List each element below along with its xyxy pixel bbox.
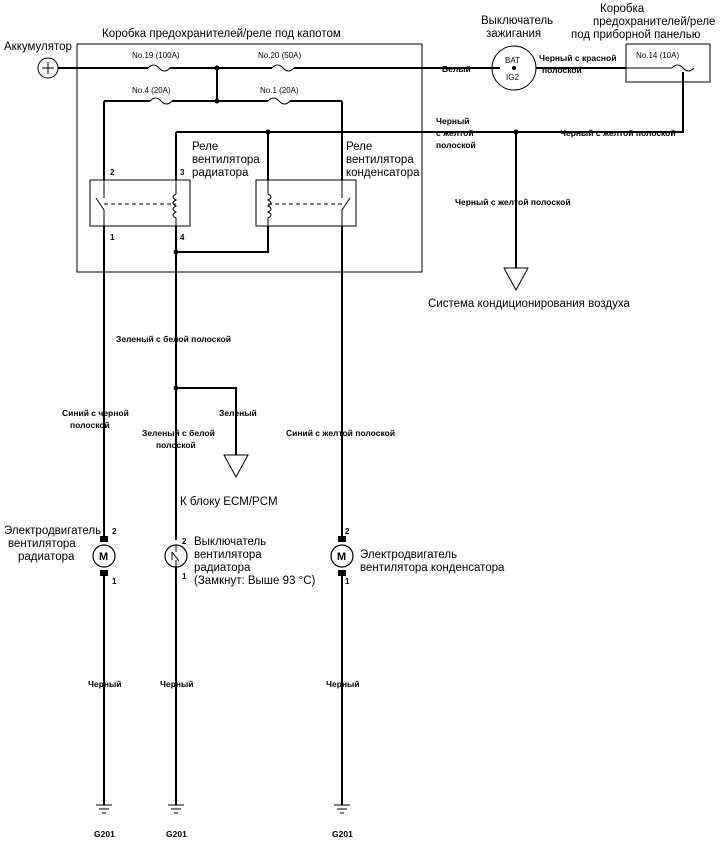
radiator-relay-label-3: радиатора xyxy=(192,167,249,179)
radiator-fan-switch-icon xyxy=(164,544,188,568)
black-yellow-label-left-1: Черный xyxy=(436,116,470,126)
black-yellow-wire xyxy=(176,68,684,133)
condenser-relay-label-2: вентилятора xyxy=(346,154,414,166)
green-label: Зеленый xyxy=(219,408,257,418)
ecm-label: К блоку ECM/PCM xyxy=(180,496,278,508)
ground-label-3: G201 xyxy=(332,829,353,839)
underhood-box-label: Коробка предохранителей/реле под капотом xyxy=(102,28,341,40)
condenser-motor-symbol: M xyxy=(337,551,346,563)
radiator-switch-label-2: вентилятора xyxy=(194,549,262,561)
dash-box-label-1: Коробка xyxy=(600,3,645,15)
green-white-label: Зеленый с белой полоской xyxy=(116,334,231,344)
blue-black-label-1: Синий с черной xyxy=(62,408,129,418)
condenser-motor-label-1: Электродвигатель xyxy=(360,549,457,561)
junction-dot xyxy=(265,129,271,135)
ac-system-arrow xyxy=(503,267,529,292)
radiator-motor-symbol: M xyxy=(99,551,108,563)
green-white-label-2a: Зеленый с белой xyxy=(142,428,215,438)
condenser-fan-relay xyxy=(255,179,357,227)
fuse-no1-label: No.1 (20A) xyxy=(260,86,299,95)
ground-icon xyxy=(96,804,112,814)
black-red-wire-label-2: полоской xyxy=(542,65,582,75)
radiator-motor-label-1: Электродвигатель xyxy=(4,525,101,537)
ignition-switch-label-2: зажигания xyxy=(486,28,541,40)
battery-label: Аккумулятор xyxy=(4,41,72,53)
condenser-fan-motor-icon xyxy=(330,536,354,576)
condenser-relay-label-1: Реле xyxy=(346,141,372,153)
radiator-motor-label-3: радиатора xyxy=(18,551,75,563)
blue-black-label-2: полоской xyxy=(70,420,110,430)
condenser-motor-pin-top: 2 xyxy=(345,527,350,536)
ignition-terminal-bat: BAT xyxy=(505,56,520,65)
condenser-motor-label-2: вентилятора конденсатора xyxy=(360,562,505,574)
radiator-switch-pin-top: 2 xyxy=(182,537,187,546)
black-yellow-label-right: Черный с желтой полоской xyxy=(560,128,676,138)
battery-icon xyxy=(37,57,59,79)
radiator-switch-label-4: (Замкнут: Выше 93 °C) xyxy=(194,575,316,587)
relay-pin-1: 1 xyxy=(110,233,115,242)
relay-pin-2: 2 xyxy=(110,168,115,177)
black-wire-label-3: Черный xyxy=(326,679,360,689)
ground-label-2: G201 xyxy=(166,829,187,839)
relay-pin-3: 3 xyxy=(180,168,185,177)
black-red-wire-label-1: Черный с красной xyxy=(539,53,616,63)
dash-box-label-3: под приборной панелью xyxy=(571,29,701,41)
fuse-no4-symbol xyxy=(149,97,173,105)
radiator-motor-pin-bottom: 1 xyxy=(112,577,117,586)
radiator-relay-label-2: вентилятора xyxy=(192,154,260,166)
fuse-no1-symbol xyxy=(267,97,291,105)
white-wire-label: Белый xyxy=(442,64,471,74)
fuse-no20-symbol xyxy=(271,64,295,72)
condenser-relay-label-3: конденсатора xyxy=(346,167,420,179)
radiator-fan-relay xyxy=(89,179,191,227)
black-yellow-label-down: Черный с желтой полоской xyxy=(455,197,571,207)
dash-fuse-relay-box xyxy=(625,43,711,83)
blue-yellow-label: Синий с желтой полоской xyxy=(286,428,395,438)
condenser-motor-pin-bottom: 1 xyxy=(345,577,350,586)
black-yellow-label-left-3: полоской xyxy=(436,140,476,150)
black-wire-label-2: Черный xyxy=(160,679,194,689)
ground-icon xyxy=(334,804,350,814)
ac-system-label: Система кондиционирования воздуха xyxy=(428,298,630,310)
fuse-no20-label: No.20 (50A) xyxy=(258,51,301,60)
radiator-motor-pin-top: 2 xyxy=(112,527,117,536)
junction-dot xyxy=(214,98,220,104)
black-yellow-label-left-2: с желтой xyxy=(436,128,474,138)
radiator-relay-label-1: Реле xyxy=(192,141,218,153)
fuse-no4-label: No.4 (20A) xyxy=(132,86,171,95)
ecm-arrow xyxy=(223,454,249,479)
radiator-switch-label-1: Выключатель xyxy=(194,536,266,548)
fuse-no14-label: No.14 (10A) xyxy=(636,51,679,60)
black-wire-label-1: Черный xyxy=(88,679,122,689)
ground-label-1: G201 xyxy=(94,829,115,839)
fuse-no19-label: No.19 (100A) xyxy=(132,51,180,60)
radiator-switch-label-3: радиатора xyxy=(194,562,251,574)
ignition-terminal-ig2: IG2 xyxy=(506,73,519,82)
fuse-no19-symbol xyxy=(147,64,171,72)
radiator-motor-label-2: вентилятора xyxy=(8,538,76,550)
fuse-no14-symbol xyxy=(626,64,695,72)
ignition-switch-label-1: Выключатель xyxy=(481,15,553,27)
relay-pin-4: 4 xyxy=(180,233,185,242)
ground-icon xyxy=(168,804,184,814)
green-white-label-2b: полоской xyxy=(156,440,196,450)
underhood-fuse-relay-box xyxy=(76,43,423,273)
radiator-fan-motor-icon xyxy=(92,536,116,576)
dash-box-label-2: предохранителей/реле xyxy=(593,16,715,28)
radiator-switch-pin-bottom: 1 xyxy=(182,572,187,581)
